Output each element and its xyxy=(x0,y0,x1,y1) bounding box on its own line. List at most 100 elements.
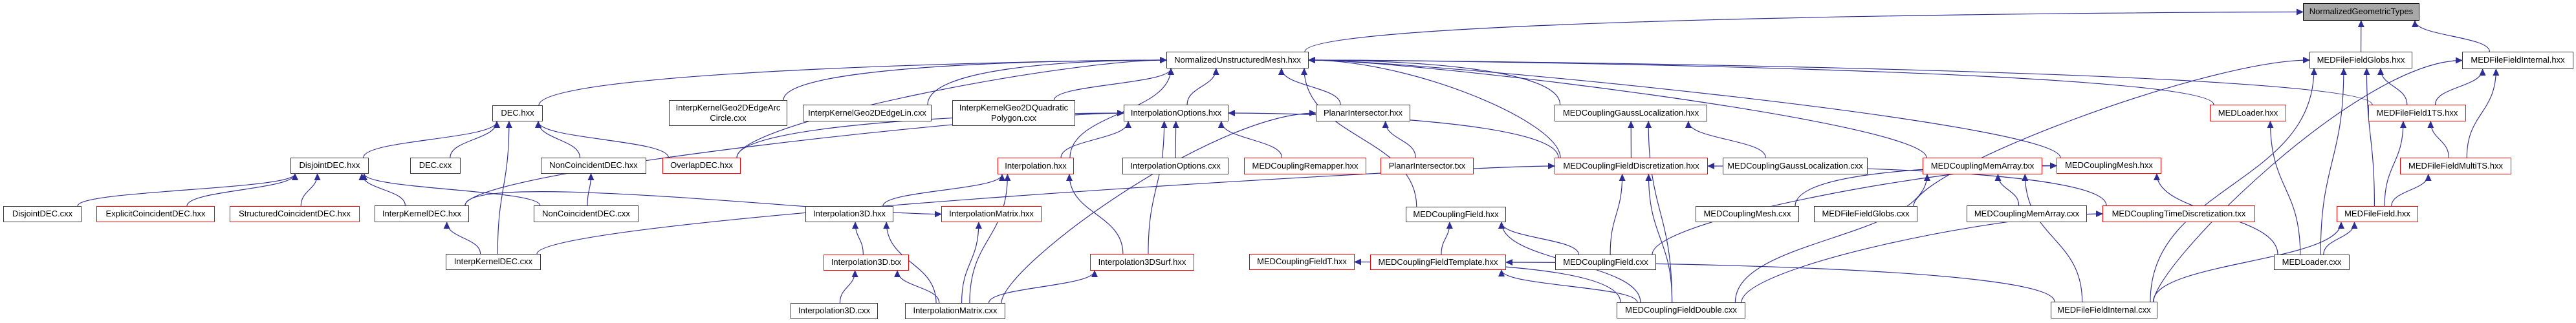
graph-node-medfilefieldinternal-cxx[interactable]: MEDFileFieldInternal.cxx xyxy=(2051,302,2157,318)
graph-node-overlapdec-hxx[interactable]: OverlapDEC.hxx xyxy=(662,158,741,174)
graph-node-planarintersector-txx[interactable]: PlanarIntersector.txx xyxy=(1381,158,1474,174)
include-edge-interpolationmatrix-cxx-to-interpolationmatrix-hxx xyxy=(961,222,982,304)
include-edge-medfilefieldinternal-cxx-to-medfilefieldglobs-hxx xyxy=(2150,68,2317,302)
graph-node-field-hxx[interactable]: MEDCouplingField.hxx xyxy=(1406,207,1506,222)
graph-node-label: InterpKernelDEC.cxx xyxy=(453,256,533,267)
graph-node-interpolation3d-hxx[interactable]: Interpolation3D.hxx xyxy=(805,206,893,222)
graph-node-gausslocalization-hxx[interactable]: MEDCouplingGaussLocalization.hxx xyxy=(1555,105,1707,121)
graph-node-label: MEDCouplingFieldDiscretization.hxx xyxy=(1563,160,1699,171)
graph-node-label: MEDCouplingMemArray.txx xyxy=(1930,160,2035,171)
graph-node-medloader-cxx[interactable]: MEDLoader.cxx xyxy=(2274,255,2350,270)
graph-node-memarray-cxx[interactable]: MEDCouplingMemArray.cxx xyxy=(1967,205,2087,222)
graph-node-geo2d-edgelin-cxx[interactable]: InterpKernelGeo2DEdgeLin.cxx xyxy=(803,105,932,121)
graph-node-field-cxx[interactable]: MEDCouplingField.cxx xyxy=(1555,255,1656,270)
include-edge-fielddiscretization-hxx-to-normalized-unstructured-mesh-hxx xyxy=(1308,57,1561,158)
graph-node-interpolation3dsurf-hxx[interactable]: Interpolation3DSurf.hxx xyxy=(1090,254,1194,271)
graph-node-remapper-hxx[interactable]: MEDCouplingRemapper.hxx xyxy=(1244,158,1366,174)
graph-node-disjointdec-hxx[interactable]: DisjointDEC.hxx xyxy=(290,158,369,174)
include-edge-medfilefield-hxx-to-medfilefield1ts-hxx xyxy=(2384,121,2407,207)
graph-node-timediscretization-txx[interactable]: MEDCouplingTimeDiscretization.txx xyxy=(2102,205,2255,222)
graph-node-structuredcoincidentdec-hxx[interactable]: StructuredCoincidentDEC.hxx xyxy=(230,206,360,222)
include-edge-medloader-hxx-to-normalized-unstructured-mesh-hxx xyxy=(1308,57,2214,105)
graph-node-fielddouble-cxx[interactable]: MEDCouplingFieldDouble.cxx xyxy=(1617,302,1745,318)
graph-node-interpolation3d-txx[interactable]: Interpolation3D.txx xyxy=(824,255,909,271)
graph-node-label: DEC.hxx xyxy=(501,108,534,118)
graph-node-noncoincidentdec-cxx[interactable]: NonCoincidentDEC.cxx xyxy=(534,205,639,222)
include-edge-fielddiscretization-hxx-to-interpolationoptions-hxx xyxy=(1228,110,1559,158)
include-edge-medfilefield-hxx-to-multits-hxx xyxy=(2391,174,2432,207)
graph-node-label: MEDFileFieldInternal.hxx xyxy=(2471,55,2565,65)
graph-node-normalized-unstructured-mesh-hxx[interactable]: NormalizedUnstructuredMesh.hxx xyxy=(1166,52,1309,68)
include-edge-medfilefieldglobs-cxx-to-medfilefieldglobs-hxx xyxy=(1913,57,2310,207)
include-edge-geo2d-edgelin-cxx-to-normalized-unstructured-mesh-hxx xyxy=(927,57,1167,105)
graph-node-label: MEDCouplingFieldTemplate.hxx xyxy=(1378,256,1498,267)
include-edge-interpolationoptions-hxx-to-normalized-unstructured-mesh-hxx xyxy=(1186,68,1219,105)
graph-node-interpolationoptions-hxx[interactable]: InterpolationOptions.hxx xyxy=(1124,105,1228,121)
graph-node-label: InterpKernelGeo2DQuadratic Polygon.cxx xyxy=(959,102,1069,123)
include-edge-multits-hxx-to-medfilefield1ts-hxx xyxy=(2427,121,2449,158)
graph-node-multits-hxx[interactable]: MEDFileFieldMultiTS.hxx xyxy=(2400,158,2511,174)
graph-node-fielddiscretization-hxx[interactable]: MEDCouplingFieldDiscretization.hxx xyxy=(1555,158,1708,174)
graph-node-explicitcoincidentdec-hxx[interactable]: ExplicitCoincidentDEC.hxx xyxy=(96,206,215,222)
graph-node-interpolationoptions-cxx[interactable]: InterpolationOptions.cxx xyxy=(1122,158,1228,174)
graph-node-interpolationmatrix-hxx[interactable]: InterpolationMatrix.hxx xyxy=(941,206,1042,222)
include-edge-noncoincidentdec-cxx-to-noncoincidentdec-hxx xyxy=(587,173,595,206)
graph-node-interpolation-hxx[interactable]: Interpolation.hxx xyxy=(998,158,1074,174)
include-edge-disjointdec-hxx-to-dec-hxx xyxy=(363,121,500,158)
graph-node-disjointdec-cxx[interactable]: DisjointDEC.cxx xyxy=(3,206,82,222)
graph-node-planarintersector-hxx[interactable]: PlanarIntersector.hxx xyxy=(1316,105,1410,121)
graph-node-interpkerneldec-cxx[interactable]: InterpKernelDEC.cxx xyxy=(446,254,541,270)
graph-node-medfilefield-hxx[interactable]: MEDFileField.hxx xyxy=(2337,206,2418,222)
include-edge-planarintersector-txx-to-planarintersector-hxx xyxy=(1382,121,1416,158)
graph-node-label: MEDCouplingFieldT.hxx xyxy=(1257,256,1347,267)
graph-node-label: NonCoincidentDEC.hxx xyxy=(549,160,638,171)
graph-node-mesh-hxx[interactable]: MEDCouplingMesh.hxx xyxy=(2057,158,2161,174)
graph-node-medfilefieldglobs-cxx[interactable]: MEDFileFieldGlobs.cxx xyxy=(1814,206,1917,222)
include-edge-overlapdec-hxx-to-dec-hxx xyxy=(535,121,669,158)
graph-node-noncoincidentdec-hxx[interactable]: NonCoincidentDEC.hxx xyxy=(541,158,646,174)
graph-node-medfilefieldinternal-hxx[interactable]: MEDFileFieldInternal.hxx xyxy=(2462,52,2573,69)
graph-node-medfilefieldglobs-hxx[interactable]: MEDFileFieldGlobs.hxx xyxy=(2309,52,2412,68)
include-edge-geo2d-quadraticpolygon-cxx-to-normalized-unstructured-mesh-hxx xyxy=(1053,68,1174,101)
graph-node-label: Interpolation3DSurf.hxx xyxy=(1098,256,1186,267)
include-edge-dec-cxx-to-dec-hxx xyxy=(450,121,500,158)
graph-node-label: MEDCouplingTimeDiscretization.txx xyxy=(2112,208,2246,218)
graph-node-geo2d-edgearccircle-cxx[interactable]: InterpKernelGeo2DEdgeArc Circle.cxx xyxy=(669,100,787,126)
include-edge-remapper-hxx-to-interpolationoptions-hxx xyxy=(1217,121,1283,158)
include-edge-medloader-cxx-to-medfilefieldglobs-hxx xyxy=(2320,68,2347,255)
graph-node-label: MEDCouplingField.cxx xyxy=(1563,256,1648,267)
include-edge-interpolationmatrix-cxx-to-interpolation3dsurf-hxx xyxy=(988,270,1098,304)
include-edge-field-cxx-to-fielddiscretization-hxx xyxy=(1610,174,1626,255)
graph-node-geo2d-quadraticpolygon-cxx[interactable]: InterpKernelGeo2DQuadratic Polygon.cxx xyxy=(952,100,1075,126)
graph-node-medloader-hxx[interactable]: MEDLoader.hxx xyxy=(2210,105,2286,121)
graph-node-interpolationmatrix-cxx[interactable]: InterpolationMatrix.cxx xyxy=(905,303,1005,319)
graph-node-fieldt-hxx[interactable]: MEDCouplingFieldT.hxx xyxy=(1249,254,1355,270)
graph-node-label: Interpolation3D.hxx xyxy=(813,209,886,219)
graph-node-label: InterpolationMatrix.hxx xyxy=(949,209,1034,219)
include-edge-medfilefieldinternal-hxx-to-normalized-geometric-types xyxy=(2412,20,2491,52)
graph-node-interpolation3d-cxx[interactable]: Interpolation3D.cxx xyxy=(791,303,878,319)
include-edge-interpolationmatrix-cxx-to-interpolation-hxx xyxy=(969,174,1011,304)
graph-node-interpkerneldec-hxx[interactable]: InterpKernelDEC.hxx xyxy=(375,205,469,222)
graph-node-label: Interpolation3D.cxx xyxy=(798,306,871,316)
include-edge-memarray-cxx-to-memarray-txx xyxy=(1994,174,2020,206)
include-edge-interpolation3dsurf-hxx-to-interpolation-hxx xyxy=(1066,174,1124,255)
graph-node-label: NormalizedUnstructuredMesh.hxx xyxy=(1174,54,1301,65)
graph-node-gausslocalization-cxx[interactable]: MEDCouplingGaussLocalization.cxx xyxy=(1723,158,1868,174)
include-edge-interpolationmatrix-cxx-to-interpolation3d-txx xyxy=(894,270,940,304)
graph-node-label: ExplicitCoincidentDEC.hxx xyxy=(105,209,206,219)
graph-node-label: MEDFileFieldGlobs.cxx xyxy=(1822,209,1910,219)
graph-node-label: NormalizedGeometricTypes xyxy=(2309,6,2414,17)
graph-node-dec-hxx[interactable]: DEC.hxx xyxy=(492,105,543,121)
include-edge-interpkerneldec-cxx-to-interpkerneldec-hxx xyxy=(443,222,481,255)
include-edge-normalized-unstructured-mesh-hxx-to-normalized-geometric-types xyxy=(1304,8,2304,52)
graph-node-dec-cxx[interactable]: DEC.cxx xyxy=(410,158,461,174)
graph-node-fieldtemplate-hxx[interactable]: MEDCouplingFieldTemplate.hxx xyxy=(1370,255,1506,270)
graph-node-memarray-txx[interactable]: MEDCouplingMemArray.txx xyxy=(1923,158,2042,174)
graph-node-medfilefield1ts-hxx[interactable]: MEDFileField1TS.hxx xyxy=(2368,105,2466,121)
include-edge-interpolation3dsurf-hxx-to-interpolationoptions-hxx xyxy=(1148,121,1168,255)
graph-node-mesh-cxx[interactable]: MEDCouplingMesh.cxx xyxy=(1696,206,1799,222)
graph-node-label: MEDFileFieldGlobs.hxx xyxy=(2317,54,2405,65)
